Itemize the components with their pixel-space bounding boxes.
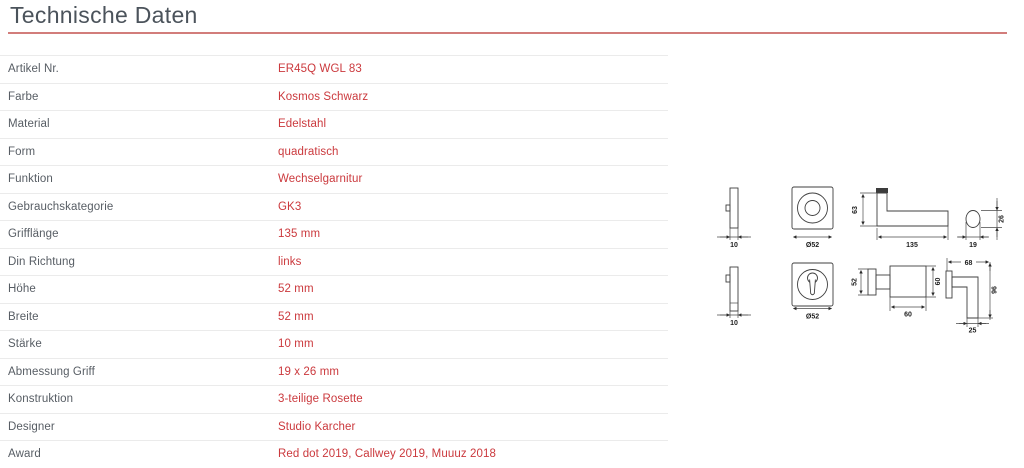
table-row: Konstruktion 3-teilige Rosette — [0, 385, 668, 413]
row-label: Din Richtung — [8, 255, 76, 268]
row-label: Grifflänge — [8, 228, 59, 241]
dim-label-projection: 68 — [965, 260, 973, 267]
handle-top-view-drawing: 52 60 60 — [852, 265, 942, 319]
row-value: quadratisch — [278, 145, 339, 158]
dim-label-total-height: 96 — [992, 286, 999, 294]
dim-label-diameter-top: Ø52 — [806, 242, 819, 249]
rosette-profile-drawing-top: 10 — [717, 187, 751, 249]
dim-label-thickness-top: 10 — [730, 242, 738, 249]
table-row: Material Edelstahl — [0, 110, 668, 138]
row-value: Kosmos Schwarz — [278, 90, 369, 103]
handle-front-view-drawing: 68 96 25 — [945, 257, 999, 335]
table-row: Funktion Wechselgarnitur — [0, 165, 668, 193]
row-label: Breite — [8, 310, 39, 323]
row-value: 52 mm — [278, 283, 314, 296]
page-title: Technische Daten — [10, 2, 198, 28]
dim-label-rosette-size: 52 — [852, 278, 859, 286]
dim-label-thickness-bottom: 10 — [730, 320, 738, 327]
dim-label-grip-depth: 25 — [969, 328, 977, 335]
row-label: Höhe — [8, 283, 36, 296]
row-value: Edelstahl — [278, 118, 327, 131]
rosette-keyhole-drawing: Ø52 — [791, 262, 834, 321]
table-row: Gebrauchskategorie GK3 — [0, 192, 668, 221]
row-label: Form — [8, 145, 36, 158]
table-row: Grifflänge 135 mm — [0, 220, 668, 248]
table-row: Artikel Nr. ER45Q WGL 83 — [0, 55, 668, 83]
row-value: 135 mm — [278, 228, 321, 241]
technical-drawings-svg: 10 Ø52 63 135 19 — [717, 186, 1006, 335]
row-label: Designer — [8, 420, 55, 433]
table-row: Designer Studio Karcher — [0, 412, 668, 441]
dim-label-handle-length: 135 — [906, 242, 918, 249]
row-value: links — [278, 255, 302, 268]
row-value: 19 x 26 mm — [278, 365, 340, 378]
table-row: Höhe 52 mm — [0, 275, 668, 303]
dim-label-grip-width: 19 — [969, 242, 977, 249]
row-value: Red dot 2019, Callwey 2019, Muuuz 2018 — [278, 448, 496, 461]
handle-side-view-drawing: 63 135 19 26 — [852, 188, 1006, 249]
table-row: Din Richtung links — [0, 247, 668, 276]
table-row: Abmessung Griff 19 x 26 mm — [0, 357, 668, 386]
dim-label-knob-height: 60 — [935, 278, 942, 286]
row-value: ER45Q WGL 83 — [278, 63, 362, 76]
dim-label-diameter-bottom: Ø52 — [806, 314, 819, 321]
row-label: Abmessung Griff — [8, 365, 95, 378]
table-row: Award Red dot 2019, Callwey 2019, Muuuz … — [0, 440, 668, 468]
row-label: Farbe — [8, 90, 39, 103]
row-label: Award — [8, 448, 41, 461]
row-value: 52 mm — [278, 310, 314, 323]
rosette-front-drawing-top: Ø52 — [791, 186, 834, 249]
table-row: Stärke 10 mm — [0, 330, 668, 358]
row-label: Stärke — [8, 338, 42, 351]
row-value: GK3 — [278, 200, 302, 213]
row-label: Material — [8, 118, 50, 131]
row-label: Gebrauchskategorie — [8, 200, 114, 213]
dim-label-knob-width: 60 — [904, 312, 912, 319]
spec-table: Artikel Nr. ER45Q WGL 83 Farbe Kosmos Sc… — [0, 55, 668, 468]
table-row: Form quadratisch — [0, 137, 668, 166]
row-label: Funktion — [8, 173, 53, 186]
row-value: 3-teilige Rosette — [278, 393, 363, 406]
table-row: Breite 52 mm — [0, 302, 668, 331]
row-value: Wechselgarnitur — [278, 173, 363, 186]
dim-label-handle-height: 63 — [852, 206, 859, 214]
rosette-profile-drawing-bottom: 10 — [717, 266, 751, 327]
dim-label-grip-height: 26 — [999, 215, 1006, 223]
title-divider — [8, 32, 1007, 34]
row-label: Konstruktion — [8, 393, 74, 406]
row-value: Studio Karcher — [278, 420, 356, 433]
row-value: 10 mm — [278, 338, 314, 351]
technical-drawings: 10 Ø52 63 135 19 — [700, 170, 1024, 340]
table-row: Farbe Kosmos Schwarz — [0, 82, 668, 111]
row-label: Artikel Nr. — [8, 63, 59, 76]
